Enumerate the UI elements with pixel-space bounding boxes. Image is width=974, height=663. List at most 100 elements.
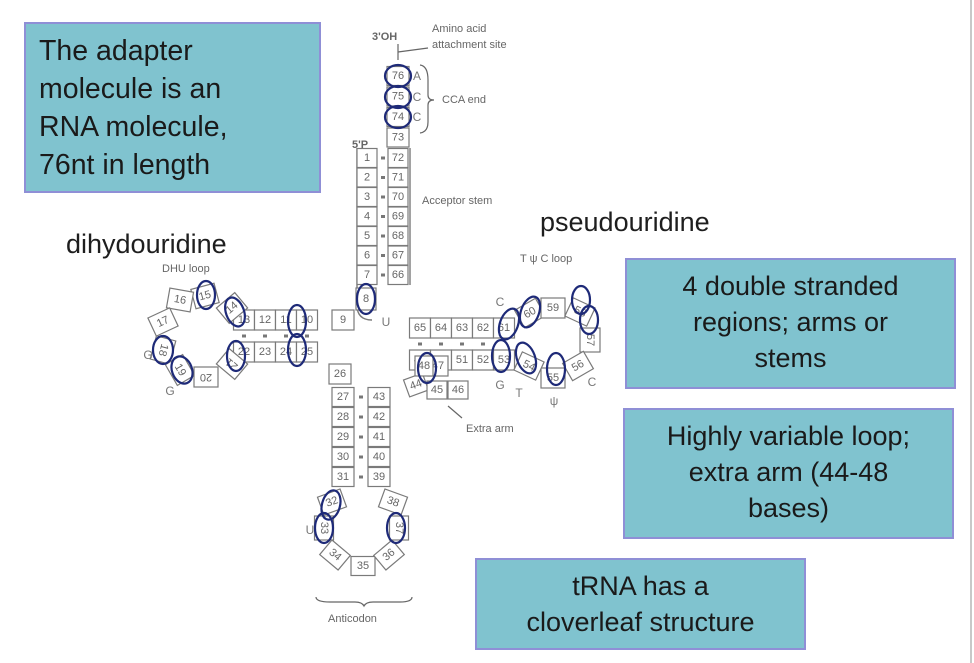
svg-text:53: 53 — [498, 354, 510, 366]
extra-arm-pointer — [447, 405, 463, 419]
svg-text:15: 15 — [198, 289, 213, 304]
svg-text:6: 6 — [364, 250, 370, 262]
base-letter-C56: C — [588, 375, 597, 389]
nucleotide-67: 67 — [387, 245, 409, 266]
nucleotide-56: 56 — [561, 350, 595, 382]
svg-text:56: 56 — [570, 358, 587, 375]
base-letter-U33: U — [306, 523, 315, 537]
svg-text:20: 20 — [200, 371, 212, 383]
svg-text:43: 43 — [373, 391, 385, 403]
cca-end-label: CCA end — [442, 94, 486, 106]
tpsic-loop-label: T ψ C loop — [520, 253, 572, 265]
base-pair-bond — [359, 395, 363, 399]
svg-text:31: 31 — [337, 471, 349, 483]
callout-line: regions; arms or — [692, 307, 889, 337]
base-pair-bond — [439, 342, 443, 346]
svg-text:65: 65 — [414, 322, 426, 334]
base-pair-bond — [305, 334, 309, 338]
nucleotide-45: 45 — [426, 380, 448, 400]
base-letter-G19: G — [165, 384, 174, 398]
svg-text:18: 18 — [156, 343, 171, 358]
nucleotide-24: 24 — [274, 341, 298, 363]
svg-text:66: 66 — [392, 269, 404, 281]
base-pair-bond — [242, 334, 246, 338]
svg-text:45: 45 — [431, 384, 443, 396]
nucleotide-59: 59 — [540, 297, 566, 319]
nucleotide-5: 5 — [356, 225, 378, 247]
base-pair-bond — [359, 475, 363, 479]
svg-text:30: 30 — [337, 451, 349, 463]
svg-text:37: 37 — [393, 522, 405, 534]
nucleotide-42: 42 — [367, 406, 391, 428]
base-pair-bond — [284, 334, 288, 338]
nucleotide-11: 11 — [274, 309, 298, 331]
callout-line: extra arm (44-48 — [688, 457, 889, 487]
svg-text:23: 23 — [259, 346, 271, 358]
nucleotide-41: 41 — [367, 426, 391, 448]
nucleotide-17: 17 — [147, 307, 179, 337]
five-prime-label: 5'P — [352, 139, 368, 151]
svg-text:44: 44 — [408, 377, 424, 392]
nucleotide-6: 6 — [356, 245, 378, 266]
svg-text:42: 42 — [373, 411, 385, 423]
nucleotide-72: 72 — [387, 147, 409, 169]
base-pair-bond — [460, 342, 464, 346]
svg-text:11: 11 — [280, 314, 291, 326]
nucleotide-26: 26 — [328, 363, 352, 385]
base-pair-bond — [381, 176, 385, 179]
base-pair-bond — [418, 342, 422, 346]
base-pair-bond — [381, 215, 385, 218]
svg-text:19: 19 — [172, 362, 189, 379]
modified-base-ring-55 — [545, 351, 567, 387]
svg-text:67: 67 — [392, 250, 404, 262]
base-letter-psi55: ψ — [550, 394, 559, 408]
modified-base-ring-74 — [383, 104, 413, 130]
base-pair-bond — [359, 435, 363, 439]
modified-base-rings — [151, 63, 600, 545]
modified-base-ring-60 — [518, 295, 542, 329]
svg-text:4: 4 — [364, 211, 370, 223]
modified-base-ring-61 — [497, 307, 521, 341]
nucleotide-68: 68 — [387, 225, 409, 247]
nucleotide-70: 70 — [387, 186, 409, 208]
svg-text:61: 61 — [498, 322, 510, 334]
svg-text:16: 16 — [173, 293, 187, 307]
svg-text:33: 33 — [318, 522, 330, 534]
nucleotide-30: 30 — [331, 446, 355, 468]
svg-text:24: 24 — [280, 346, 292, 358]
dhu-loop-label: DHU loop — [162, 263, 210, 275]
modified-base-ring-48 — [416, 351, 438, 385]
svg-text:51: 51 — [456, 354, 468, 366]
svg-text:57: 57 — [584, 334, 596, 346]
amino-acid-site-label-2: attachment site — [432, 39, 507, 51]
base-letter-C61: C — [496, 295, 505, 309]
base-letter-G53: G — [495, 378, 504, 392]
nucleotide-46: 46 — [447, 380, 469, 400]
nucleotide-44: 44 — [402, 372, 430, 398]
base-pair-bond — [381, 234, 385, 238]
attachment-leader — [397, 47, 429, 53]
base-letter-C74: C — [413, 110, 422, 124]
callout-line: tRNA has a — [572, 571, 709, 601]
nucleotide-14: 14 — [215, 291, 249, 325]
svg-text:41: 41 — [373, 431, 385, 443]
svg-text:35: 35 — [357, 560, 369, 572]
nucleotide-7: 7 — [356, 264, 378, 286]
three-prime-label: 3'OH — [372, 31, 397, 43]
svg-text:46: 46 — [452, 384, 464, 396]
modified-base-ring-11 — [286, 303, 308, 339]
nucleotide-12: 12 — [253, 309, 277, 331]
nucleotide-31: 31 — [331, 466, 355, 488]
base-pair-bond — [381, 156, 385, 160]
modified-base-ring-19 — [170, 355, 194, 385]
extra-arm-label: Extra arm — [466, 423, 514, 435]
svg-text:47: 47 — [432, 360, 444, 372]
callout-cloverleaf-structure: tRNA has a cloverleaf structure — [475, 558, 806, 650]
callout-double-stranded-regions: 4 double stranded regions; arms or stems — [625, 258, 956, 389]
svg-text:3: 3 — [364, 191, 370, 203]
modified-base-ring-32 — [320, 489, 342, 521]
amino-acid-site-label-1: Amino acid — [432, 23, 486, 35]
svg-text:72: 72 — [392, 152, 404, 164]
base-pair-bond — [481, 342, 485, 346]
